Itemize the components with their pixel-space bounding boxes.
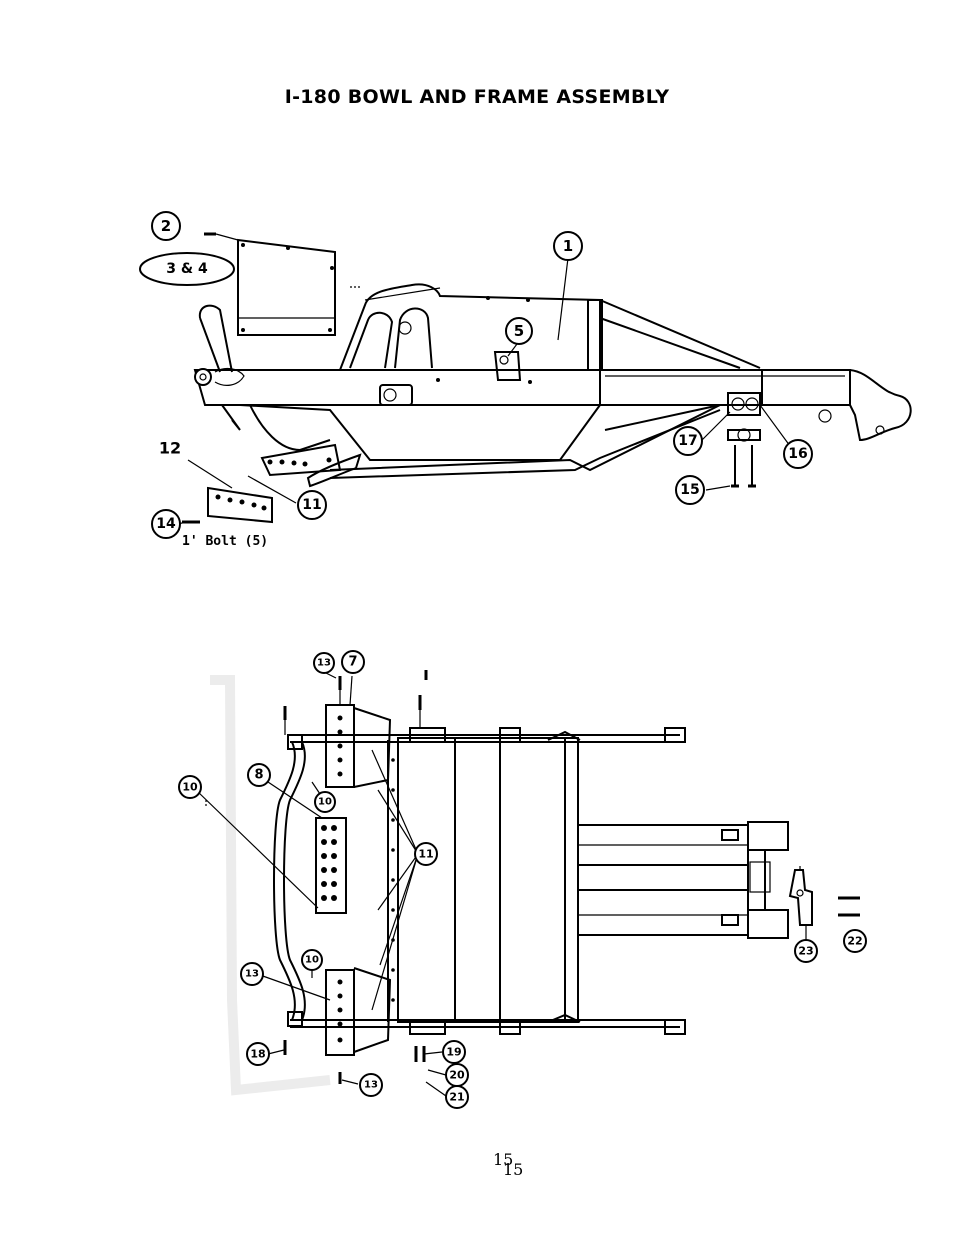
callout-14: 14 bbox=[151, 509, 181, 539]
page-number-duplicate: 15 bbox=[503, 1160, 524, 1179]
bolt-note: 1' Bolt (5) bbox=[182, 534, 268, 549]
callout-7: 7 bbox=[341, 650, 365, 674]
svg-text:10: 10 bbox=[182, 781, 198, 794]
callout-22: 22 bbox=[843, 929, 867, 953]
svg-text:17: 17 bbox=[678, 433, 697, 449]
callout-10-c: 10 bbox=[301, 949, 323, 971]
callout-13-b: 13 bbox=[240, 962, 264, 986]
svg-text:8: 8 bbox=[254, 768, 263, 783]
callout-11: 11 bbox=[297, 490, 327, 520]
page-number: 15 bbox=[493, 1150, 514, 1169]
svg-text:13: 13 bbox=[317, 658, 331, 669]
svg-text:19: 19 bbox=[446, 1046, 461, 1059]
svg-text:12: 12 bbox=[159, 439, 181, 458]
svg-text:2: 2 bbox=[161, 217, 171, 235]
svg-text:23: 23 bbox=[798, 945, 813, 958]
callout-21: 21 bbox=[445, 1085, 469, 1109]
callout-17: 17 bbox=[673, 426, 703, 456]
svg-text:15: 15 bbox=[680, 482, 699, 498]
top-view-diagram bbox=[195, 670, 860, 1097]
svg-text:13: 13 bbox=[364, 1080, 378, 1091]
svg-text:14: 14 bbox=[156, 516, 176, 532]
callout-1: 1 bbox=[553, 231, 583, 261]
svg-text:10: 10 bbox=[305, 955, 319, 966]
svg-text:16: 16 bbox=[788, 446, 807, 462]
svg-text:1: 1 bbox=[563, 237, 573, 255]
callout-2: 2 bbox=[151, 211, 181, 241]
svg-text:13: 13 bbox=[245, 969, 259, 980]
page-title: I-180 BOWL AND FRAME ASSEMBLY bbox=[284, 86, 670, 108]
callout-15: 15 bbox=[675, 475, 705, 505]
svg-text:11: 11 bbox=[302, 497, 321, 513]
svg-text:18: 18 bbox=[250, 1048, 265, 1061]
svg-text:11: 11 bbox=[418, 848, 433, 861]
svg-text:3 & 4: 3 & 4 bbox=[166, 261, 208, 277]
svg-text:7: 7 bbox=[348, 655, 357, 670]
callout-20: 20 bbox=[445, 1063, 469, 1087]
callout-19: 19 bbox=[442, 1040, 466, 1064]
svg-text:22: 22 bbox=[847, 935, 862, 948]
svg-text:20: 20 bbox=[449, 1069, 465, 1082]
callout-8: 8 bbox=[247, 763, 271, 787]
callout-13-c: 13 bbox=[359, 1073, 383, 1097]
callout-13-a: 13 bbox=[313, 652, 335, 674]
callout-23: 23 bbox=[794, 939, 818, 963]
callout-5: 5 bbox=[505, 317, 533, 345]
svg-text:21: 21 bbox=[449, 1091, 464, 1104]
callout-3-4: 3 & 4 bbox=[139, 252, 235, 286]
callout-12: 12 bbox=[159, 439, 181, 458]
callout-11-top: 11 bbox=[414, 842, 438, 866]
side-view-diagram bbox=[177, 232, 912, 525]
callout-18: 18 bbox=[246, 1042, 270, 1066]
svg-text:10: 10 bbox=[318, 797, 332, 808]
callout-16: 16 bbox=[783, 439, 813, 469]
svg-text:5: 5 bbox=[514, 322, 524, 340]
callout-10-a: 10 bbox=[178, 775, 202, 799]
callout-10-b: 10 bbox=[314, 791, 336, 813]
